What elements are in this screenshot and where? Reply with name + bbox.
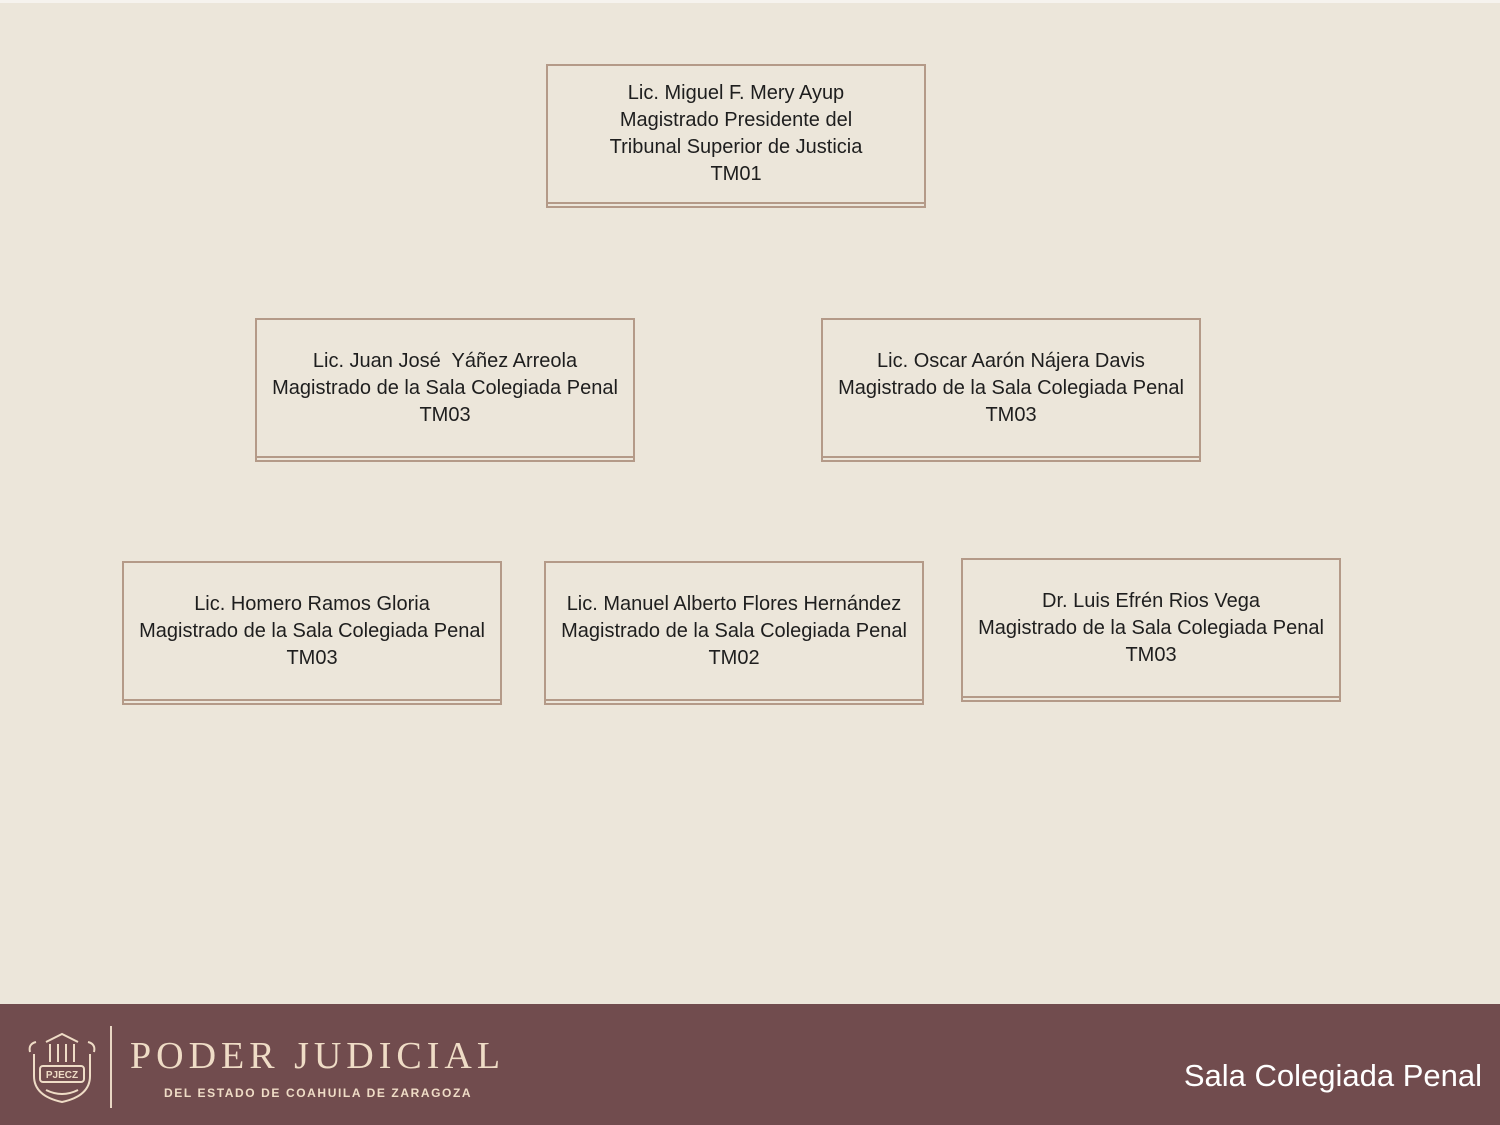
box-role: Magistrado de la Sala Colegiada Penal [978,616,1324,639]
org-box-ramos: Lic. Homero Ramos Gloria Magistrado de l… [122,561,502,701]
section-title: Sala Colegiada Penal [1183,1058,1482,1093]
box-code: TM03 [286,646,338,669]
box-role: Magistrado de la Sala Colegiada Penal [561,619,907,642]
box-code: TM01 [710,163,762,185]
box-code: TM02 [708,646,760,669]
box-role: Magistrado de la Sala Colegiada Penal [838,376,1184,399]
logo-divider [110,1026,112,1108]
box-name: Lic. Miguel F. Mery Ayup [627,82,845,104]
org-name: PODER JUDICIAL [130,1035,506,1077]
top-edge-line [0,0,1500,3]
pjecz-seal-logo: PJECZ [28,1032,96,1104]
box-code: TM03 [419,403,471,426]
footer-bar: PJECZ PODER JUDICIAL DEL ESTADO DE COAHU… [0,1004,1500,1125]
box-role: Magistrado Presidente del [619,109,853,131]
org-box-najera: Lic. Oscar Aarón Nájera Davis Magistrado… [821,318,1201,458]
box-code: TM03 [1125,643,1177,666]
org-box-rios: Dr. Luis Efrén Rios Vega Magistrado de l… [961,558,1341,698]
org-subtitle: DEL ESTADO DE COAHUILA DE ZARAGOZA [164,1086,473,1100]
box-code: TM03 [985,403,1037,426]
box-name: Lic. Oscar Aarón Nájera Davis [877,349,1145,372]
box-name: Lic. Juan José Yáñez Arreola [312,349,578,372]
svg-text:PJECZ: PJECZ [46,1070,78,1081]
box-name: Dr. Luis Efrén Rios Vega [1042,589,1260,612]
org-box-presidente: Lic. Miguel F. Mery Ayup Magistrado Pres… [546,64,926,204]
org-box-yanez: Lic. Juan José Yáñez Arreola Magistrado … [255,318,635,458]
box-name: Lic. Manuel Alberto Flores Hernández [566,592,902,615]
org-box-flores: Lic. Manuel Alberto Flores Hernández Mag… [544,561,924,701]
box-role: Magistrado de la Sala Colegiada Penal [139,619,485,642]
box-role-cont: Tribunal Superior de Justicia [609,136,863,158]
box-role: Magistrado de la Sala Colegiada Penal [272,376,618,399]
box-name: Lic. Homero Ramos Gloria [194,592,430,615]
